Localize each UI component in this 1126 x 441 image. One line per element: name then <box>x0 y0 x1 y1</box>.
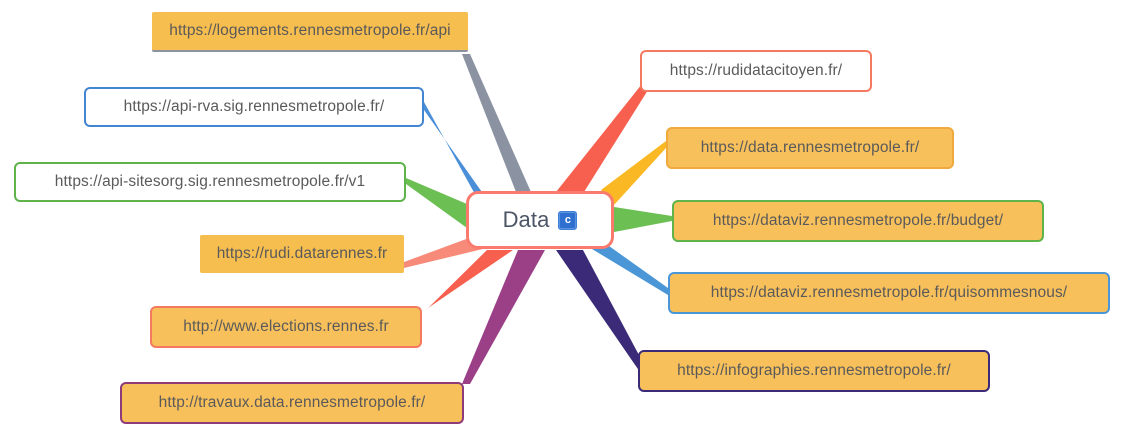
node-dataviz-quisommesnous[interactable]: https://dataviz.rennesmetropole.fr/quiso… <box>668 272 1110 314</box>
root-node-data[interactable]: Data c <box>466 191 614 249</box>
edge-elections <box>422 250 513 314</box>
node-data-rennesmetropole[interactable]: https://data.rennesmetropole.fr/ <box>666 127 954 169</box>
node-dataviz-budget[interactable]: https://dataviz.rennesmetropole.fr/budge… <box>672 200 1044 242</box>
node-api-sitesorg[interactable]: https://api-sitesorg.sig.rennesmetropole… <box>14 162 406 202</box>
root-node-label: Data <box>502 207 550 232</box>
edge-logements <box>462 54 531 192</box>
edge-dataviz-quisommesnous <box>592 246 668 295</box>
edge-infographies <box>556 250 648 372</box>
edge-api-sitesorg <box>406 178 467 228</box>
c-badge: c <box>558 210 578 230</box>
node-api-rva[interactable]: https://api-rva.sig.rennesmetropole.fr/ <box>84 87 424 127</box>
edge-dataviz-budget <box>614 207 672 232</box>
node-rudi-datarennes[interactable]: https://rudi.datarennes.fr <box>200 235 404 273</box>
edge-travaux <box>462 250 545 384</box>
edge-rudidatacitoyen <box>556 84 648 192</box>
node-travaux[interactable]: http://travaux.data.rennesmetropole.fr/ <box>120 382 464 424</box>
node-logements[interactable]: https://logements.rennesmetropole.fr/api <box>152 12 468 52</box>
node-infographies[interactable]: https://infographies.rennesmetropole.fr/ <box>638 350 990 392</box>
node-elections[interactable]: http://www.elections.rennes.fr <box>150 306 422 348</box>
node-rudidatacitoyen[interactable]: https://rudidatacitoyen.fr/ <box>640 50 872 92</box>
